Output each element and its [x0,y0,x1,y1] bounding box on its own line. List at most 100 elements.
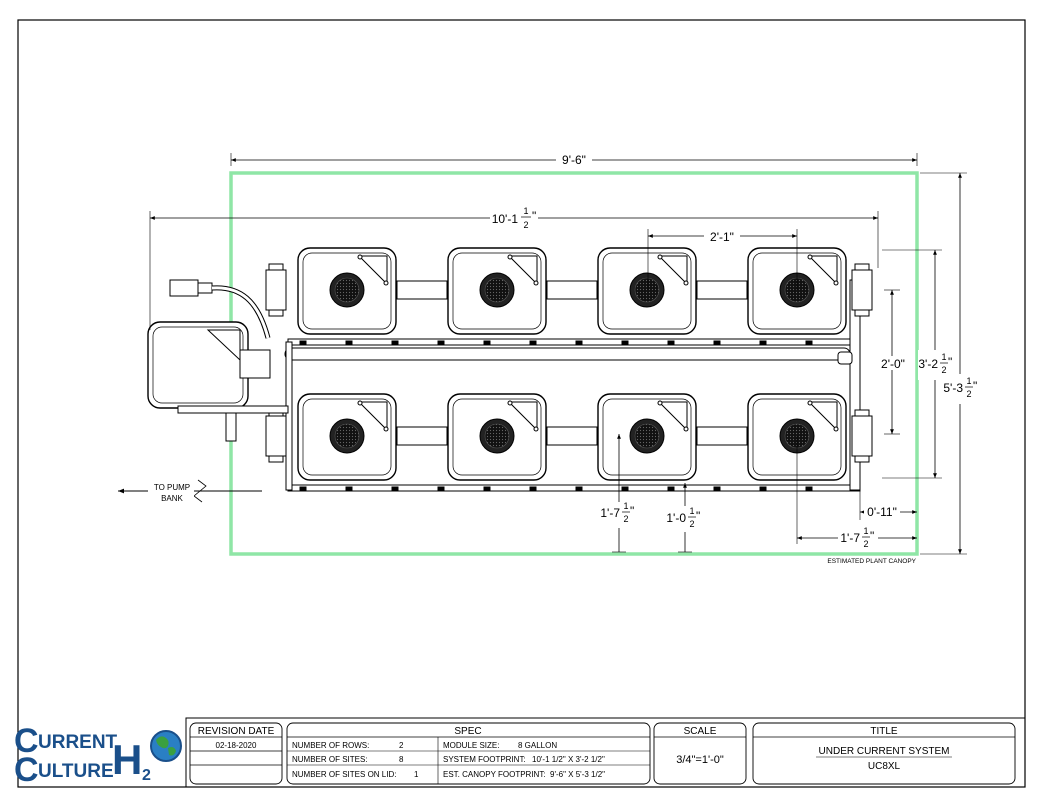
net-pot-mesh [334,423,360,449]
end-cap [851,415,873,457]
inch-mark: " [630,504,634,518]
revision-cell: REVISION DATE 02-18-2020 [189,722,283,785]
fraction-denominator: 2 [689,519,694,529]
connector-pipe [396,426,448,446]
lid-port-screw [357,400,363,406]
rail-clip [759,340,767,345]
rail-clip [345,340,353,345]
module-spacing-label: 2'-1" [710,230,734,244]
rail-clip [529,486,537,491]
row-spacing-label: 2'-0" [881,357,905,371]
grow-module-lid [602,398,692,476]
fraction-denominator: 2 [523,220,528,230]
rail-clip [713,486,721,491]
spec-cell: SPEC NUMBER OF ROWS: 2 NUMBER OF SITES: … [286,722,651,785]
inch-mark: " [532,209,536,223]
revision-date: 02-18-2020 [216,741,257,750]
lid-port-screw [357,254,363,260]
pump-unit [169,279,199,297]
fraction-denominator: 2 [863,539,868,549]
net-pot-mesh [484,423,510,449]
rail-clip [391,340,399,345]
end-cap-flange [268,263,284,271]
logo-letter-c: C [14,722,39,760]
left-rail [285,341,293,491]
overall-length-label: 10'-1 [492,212,519,226]
title-cell: TITLE UNDER CURRENT SYSTEM UC8XL [752,722,1016,785]
lid-label: NUMBER OF SITES ON LID: [292,770,396,779]
sites-value: 8 [399,755,404,764]
lid-port-screw [683,426,689,432]
drawing-title: UNDER CURRENT SYSTEM [819,746,950,757]
rail-clip [483,486,491,491]
inch-mark: " [948,355,952,369]
dimension-canopy-width: 9'-6" [230,152,918,167]
lid-port [507,401,538,432]
scale-cell: SCALE 3/4"=1'-0" [653,722,747,785]
inch-mark: " [696,509,700,523]
lid-port-screw [807,254,813,260]
fraction-numerator: 1 [966,376,971,386]
net-pot-mesh [634,277,660,303]
rail-clip [667,486,675,491]
title-header: TITLE [870,726,898,737]
grow-module-lid [452,252,542,330]
lid-port [657,255,688,286]
fraction-numerator: 1 [689,506,694,516]
globe-icon [150,730,182,762]
title-block: REVISION DATE 02-18-2020 SPEC NUMBER OF … [185,717,1026,788]
bulkhead-valve [837,351,853,365]
lid-port-screw [657,254,663,260]
canopy-value: 9'-6" X 5'-3 1/2" [550,770,605,779]
current-culture-logo: C URRENT C ULTURE H 2 [14,722,182,789]
lower-rail [287,484,861,492]
rows-value: 2 [399,741,404,750]
lid-port [807,401,838,432]
end-cap [265,269,287,311]
rail-clip [299,486,307,491]
rail-clip [575,340,583,345]
rail-clip [437,486,445,491]
logo-word-current: URRENT [38,732,118,753]
net-pot-mesh [334,277,360,303]
end-cap-flange [854,409,870,417]
control-fitting [239,349,271,379]
end-cap-flange [854,263,870,271]
rail-clip [345,486,353,491]
logo-subscript-2: 2 [142,767,151,784]
canopy-note: ESTIMATED PLANT CANOPY [827,558,916,565]
lid-port [357,255,388,286]
rail-clip [483,340,491,345]
dimension-site-offset: 1'-7 1 2 " [597,434,639,553]
grow-module-lid [302,398,392,476]
lid-port-screw [507,400,513,406]
logo-word-culture: ULTURE [38,761,114,782]
end-cap [265,415,287,457]
spec-header: SPEC [454,726,481,737]
pump-label-line-2: BANK [161,494,183,503]
rail-clip [667,340,675,345]
end-offset-label: 0'-11" [867,505,897,519]
net-pot-mesh [484,277,510,303]
fraction-numerator: 1 [523,206,528,216]
module-value: 8 GALLON [518,741,557,750]
fraction-denominator: 2 [623,514,628,524]
end-site-offset-label: 1'-7 [840,531,860,545]
fraction-numerator: 1 [941,352,946,362]
pump-label-line-1: TO PUMP [154,483,190,492]
dimension-module-spacing: 2'-1" [647,229,798,290]
drain-pipe [177,405,289,414]
rail-clip [299,340,307,345]
scale-header: SCALE [684,726,717,737]
lid-port [507,255,538,286]
pump-valve [197,282,213,294]
rail-clip [621,340,629,345]
rail-clip [621,486,629,491]
plant-canopy-outline [229,171,919,556]
lid-port-screw [383,426,389,432]
drawing-model: UC8XL [868,761,901,772]
fraction-numerator: 1 [623,501,628,511]
lid-port [657,401,688,432]
logo-letter-c-2: C [14,751,39,789]
control-lid-port [206,329,241,362]
